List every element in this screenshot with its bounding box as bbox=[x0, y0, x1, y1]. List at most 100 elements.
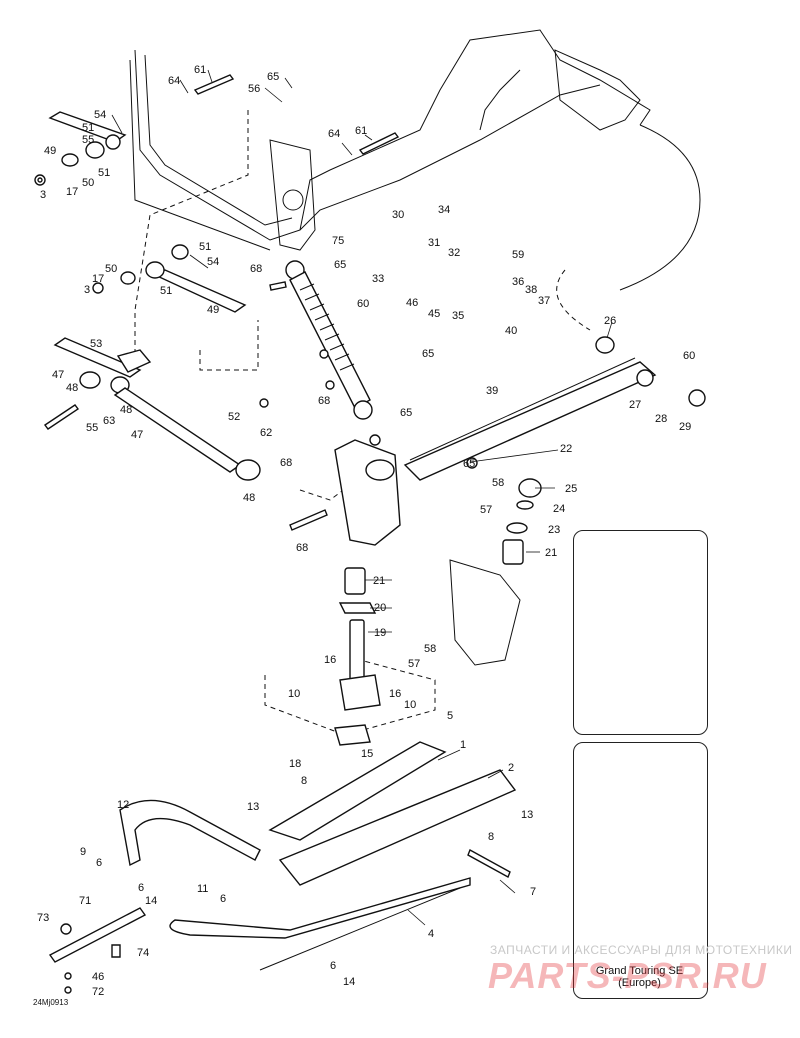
callout-73: 73 bbox=[37, 912, 49, 924]
variant-panel-standard bbox=[573, 530, 708, 735]
callout-54: 54 bbox=[94, 109, 106, 121]
callout-30: 30 bbox=[392, 209, 404, 221]
callout-29: 29 bbox=[679, 421, 691, 433]
callout-37: 37 bbox=[538, 295, 550, 307]
watermark-text: ЗАПЧАСТИ И АКСЕССУАРЫ ДЛЯ МОТОТЕХНИКИ bbox=[490, 943, 793, 957]
callout-14: 14 bbox=[145, 895, 157, 907]
watermark-logo: PARTS-PSR.RU bbox=[488, 955, 767, 996]
swing-arm-22 bbox=[403, 336, 706, 481]
callout-6b: 6 bbox=[138, 882, 144, 894]
callout-1: 1 bbox=[460, 739, 466, 751]
callout-10b: 10 bbox=[404, 699, 416, 711]
callout-34: 34 bbox=[438, 204, 450, 216]
callout-11: 11 bbox=[197, 883, 208, 895]
callout-12: 12 bbox=[117, 799, 129, 811]
callout-51d: 51 bbox=[160, 285, 172, 297]
callout-54b: 54 bbox=[207, 256, 219, 268]
callout-61b: 61 bbox=[355, 125, 367, 137]
callout-3: 3 bbox=[40, 189, 46, 201]
callout-13b: 13 bbox=[521, 809, 533, 821]
callout-26: 26 bbox=[604, 315, 616, 327]
callout-63: 63 bbox=[103, 415, 115, 427]
callout-52: 52 bbox=[228, 411, 240, 423]
callout-9: 9 bbox=[80, 846, 86, 858]
callout-61: 61 bbox=[194, 64, 206, 76]
callout-48: 48 bbox=[66, 382, 78, 394]
callout-20: 20 bbox=[374, 602, 386, 614]
callout-45: 45 bbox=[428, 308, 440, 320]
callout-56: 56 bbox=[248, 83, 260, 95]
center-shock bbox=[285, 260, 373, 420]
callout-23: 23 bbox=[548, 524, 560, 536]
callout-50b: 50 bbox=[105, 263, 117, 275]
callout-24: 24 bbox=[553, 503, 565, 515]
drawing-code: 24Mj0913 bbox=[33, 998, 69, 1007]
callout-47b: 47 bbox=[131, 429, 143, 441]
callout-65d: 65 bbox=[422, 348, 434, 360]
callout-74: 74 bbox=[137, 947, 149, 959]
callout-51c: 51 bbox=[199, 241, 211, 253]
callout-62: 62 bbox=[260, 427, 272, 439]
callout-64b: 64 bbox=[328, 128, 340, 140]
callout-60b: 60 bbox=[683, 350, 695, 362]
callout-50: 50 bbox=[82, 177, 94, 189]
callout-8: 8 bbox=[301, 775, 307, 787]
callout-18: 18 bbox=[289, 758, 301, 770]
spindle-housing bbox=[334, 439, 521, 666]
callout-46b: 46 bbox=[92, 971, 104, 983]
callout-48b: 48 bbox=[120, 404, 132, 416]
callout-53: 53 bbox=[90, 338, 102, 350]
callout-68: 68 bbox=[250, 263, 262, 275]
callout-33: 33 bbox=[372, 273, 384, 285]
callout-7: 7 bbox=[530, 886, 536, 898]
spindle-19 bbox=[334, 619, 381, 746]
ski-assembly bbox=[48, 741, 517, 971]
callout-58b: 58 bbox=[424, 643, 436, 655]
callout-16b: 16 bbox=[389, 688, 401, 700]
panel-caption: Grand Touring SE (Europe) bbox=[573, 965, 706, 989]
upper-shaft-49b bbox=[120, 244, 247, 313]
upper-shaft-49 bbox=[48, 111, 127, 167]
callout-68c: 68 bbox=[280, 457, 292, 469]
callout-14b: 14 bbox=[343, 976, 355, 988]
callout-68d: 68 bbox=[296, 542, 308, 554]
callout-2: 2 bbox=[508, 762, 514, 774]
callout-17: 17 bbox=[66, 186, 78, 198]
callout-6c: 6 bbox=[220, 893, 226, 905]
callout-75: 75 bbox=[332, 235, 344, 247]
callout-57: 57 bbox=[480, 504, 492, 516]
callout-5: 5 bbox=[447, 710, 453, 722]
panel-caption-region: (Europe) bbox=[618, 977, 661, 989]
callout-labels: 61 64 65 56 54 51 55 49 51 50 17 3 64 61… bbox=[37, 64, 695, 998]
callout-19: 19 bbox=[374, 627, 386, 639]
callout-8b: 8 bbox=[488, 831, 494, 843]
variant-panel-grand-touring bbox=[573, 742, 708, 999]
callout-38: 38 bbox=[525, 284, 537, 296]
callout-17b: 17 bbox=[92, 273, 104, 285]
lower-shaft-47 bbox=[53, 337, 261, 481]
callout-49: 49 bbox=[44, 145, 56, 157]
callout-48c: 48 bbox=[243, 492, 255, 504]
callout-58: 58 bbox=[492, 477, 504, 489]
callout-3b: 3 bbox=[84, 284, 90, 296]
callout-6: 6 bbox=[96, 857, 102, 869]
callout-64: 64 bbox=[168, 75, 180, 87]
callout-72: 72 bbox=[92, 986, 104, 998]
callout-68b: 68 bbox=[318, 395, 330, 407]
callout-25: 25 bbox=[565, 483, 577, 495]
callout-71: 71 bbox=[79, 895, 91, 907]
callout-65e: 65 bbox=[400, 407, 412, 419]
callout-13: 13 bbox=[247, 801, 259, 813]
callout-65c: 65 bbox=[334, 259, 346, 271]
callout-60: 60 bbox=[357, 298, 369, 310]
callout-21: 21 bbox=[545, 547, 557, 559]
callout-47: 47 bbox=[52, 369, 64, 381]
callout-65f: 65 bbox=[463, 458, 475, 470]
callout-27: 27 bbox=[629, 399, 641, 411]
callout-6d: 6 bbox=[330, 960, 336, 972]
callout-51b: 51 bbox=[98, 167, 110, 179]
frame-chassis bbox=[129, 29, 701, 291]
hardware-bolts bbox=[34, 74, 511, 878]
callout-39: 39 bbox=[486, 385, 498, 397]
callout-4: 4 bbox=[428, 928, 434, 940]
